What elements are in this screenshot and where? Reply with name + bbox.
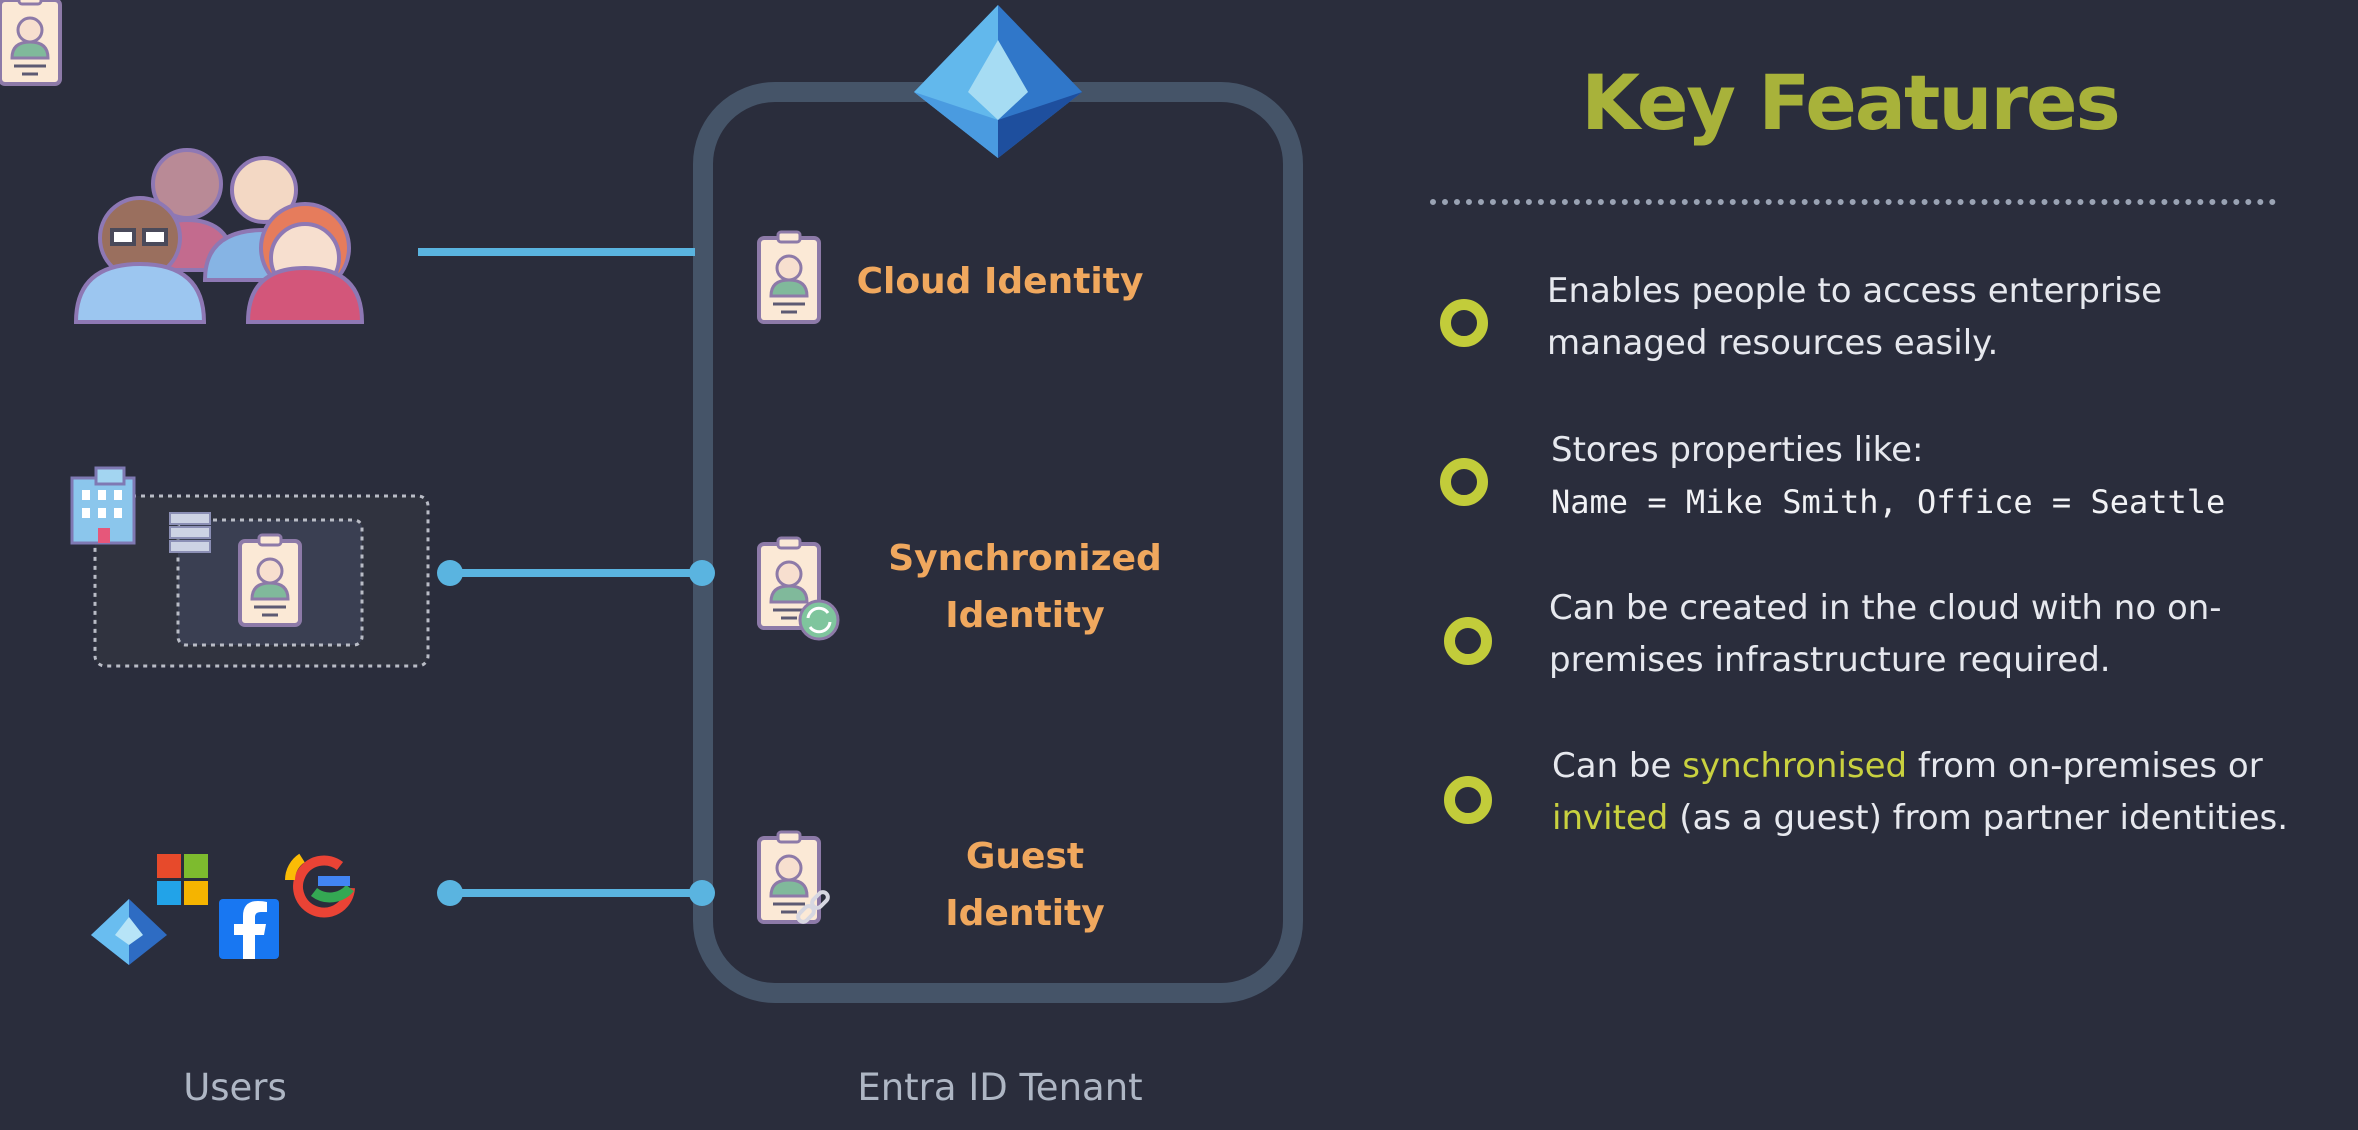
facebook-icon xyxy=(219,899,279,959)
guest-identity-line1: Guest xyxy=(965,836,1085,877)
feature-text: Enables people to access enterprise mana… xyxy=(1547,265,2162,369)
feature-4-line1: Can be synchronised from on-premises or xyxy=(1552,746,2263,786)
connector-guest-start-dot xyxy=(437,880,463,906)
bullet-icon xyxy=(1444,776,1492,824)
feature-3-line1: Can be created in the cloud with no on- xyxy=(1549,588,2222,628)
highlight-invited: invited xyxy=(1552,798,1669,838)
feature-1-line2: managed resources easily. xyxy=(1547,323,1999,363)
on-premises-building-icon xyxy=(70,466,136,545)
id-badge-guest-icon xyxy=(757,830,821,924)
connector-sync-end-dot xyxy=(689,560,715,586)
feature-text: Can be created in the cloud with no on- … xyxy=(1549,582,2222,686)
feature-3-line2: premises infrastructure required. xyxy=(1549,640,2111,680)
sync-icon xyxy=(798,599,840,641)
tenant-label: Entra ID Tenant xyxy=(857,1066,1143,1109)
connector-guest-end-dot xyxy=(689,880,715,906)
bullet-icon xyxy=(1440,458,1488,506)
microsoft-icon xyxy=(157,854,208,905)
id-badge-cloud-icon xyxy=(757,230,821,324)
synchronized-identity-label: Synchronized Identity xyxy=(870,530,1180,644)
google-icon xyxy=(284,853,355,918)
key-features-divider xyxy=(1430,199,2276,205)
synchronized-identity-line2: Identity xyxy=(945,595,1105,636)
feature-text: Can be synchronised from on-premises or … xyxy=(1552,740,2288,844)
guest-identity-label: Guest Identity xyxy=(870,828,1180,942)
feature-1-line1: Enables people to access enterprise xyxy=(1547,271,2163,311)
feature-4-line2: invited (as a guest) from partner identi… xyxy=(1552,798,2289,838)
feature-2-line1: Stores properties like: xyxy=(1551,430,1924,470)
feature-2-line2: Name = Mike Smith, Office = Seattle xyxy=(1551,483,2226,521)
guest-identity-line2: Identity xyxy=(945,893,1105,934)
users-label: Users xyxy=(183,1066,287,1109)
server-icon xyxy=(169,512,211,553)
synchronized-identity-line1: Synchronized xyxy=(888,538,1162,579)
key-features-title: Key Features xyxy=(1581,58,2120,147)
bullet-icon xyxy=(1444,617,1492,665)
bullet-icon xyxy=(1440,299,1488,347)
feature-text: Stores properties like: Name = Mike Smit… xyxy=(1551,424,2225,528)
entra-id-logo-icon xyxy=(914,5,1082,158)
link-icon xyxy=(796,890,830,924)
highlight-synchronised: synchronised xyxy=(1682,746,1908,786)
id-badge-icon xyxy=(0,0,62,86)
entra-id-icon xyxy=(91,899,167,965)
cloud-identity-line1: Cloud Identity xyxy=(856,261,1144,302)
cloud-identity-label: Cloud Identity xyxy=(845,253,1155,310)
connector-sync-start-dot xyxy=(437,560,463,586)
id-badge-on-premises-icon xyxy=(238,533,302,627)
users-group-icon xyxy=(73,148,365,324)
